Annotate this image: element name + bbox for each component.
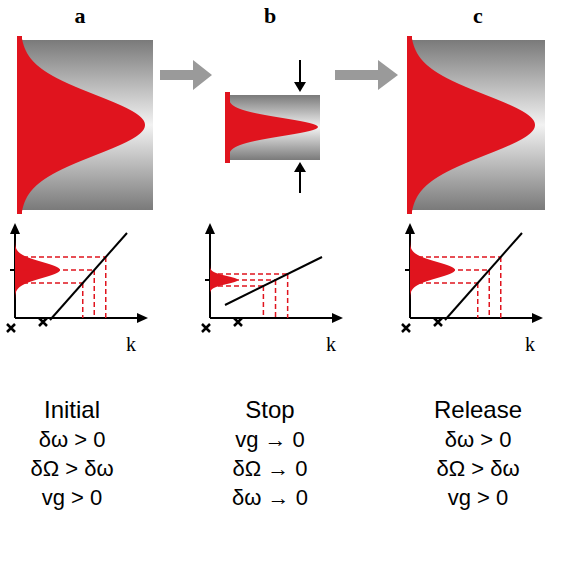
dispersion-line	[50, 233, 127, 320]
x-axis	[15, 317, 140, 319]
dashed-level	[210, 273, 288, 275]
light-pulse	[20, 39, 145, 211]
condition-text: vg → 0	[235, 428, 305, 452]
condition-text: δω > 0	[39, 428, 106, 452]
spectrum-pulse	[410, 238, 455, 302]
process-arrow	[160, 60, 212, 90]
axis-head	[205, 223, 215, 234]
condition-text: δΩ > δω	[30, 457, 113, 481]
light-pulse	[410, 39, 535, 211]
dashed-level	[263, 286, 265, 318]
axis-head	[405, 223, 415, 234]
axis-break	[202, 324, 210, 332]
condition-text: vg > 0	[42, 486, 103, 510]
axis-head	[137, 313, 148, 323]
dashed-level	[15, 256, 106, 258]
dashed-level	[210, 285, 263, 287]
spectrum-pulse	[15, 238, 60, 302]
dashed-level	[410, 256, 501, 258]
axis-head	[532, 313, 543, 323]
axis-break	[7, 324, 15, 332]
medium-block	[226, 95, 320, 160]
dashed-level	[82, 283, 84, 318]
panel-letter: c	[473, 4, 483, 28]
axis-head	[332, 313, 343, 323]
process-arrow	[335, 60, 398, 90]
dashed-level	[275, 280, 277, 318]
condition-text: δΩ → 0	[232, 457, 307, 481]
dashed-level	[94, 270, 96, 318]
dashed-level	[287, 274, 289, 318]
axis-head	[10, 223, 20, 234]
dispersion-line	[445, 233, 522, 320]
axis-break	[39, 318, 47, 326]
condition-text: δΩ > δω	[436, 457, 519, 481]
dispersion-line	[225, 257, 322, 305]
x-axis	[410, 317, 535, 319]
axis-label: k	[525, 333, 535, 355]
dashed-level	[500, 257, 502, 318]
dashed-level	[15, 282, 83, 284]
dashed-level	[210, 279, 276, 281]
medium-block	[410, 40, 545, 210]
state-title: Stop	[245, 397, 294, 423]
condition-text: vg > 0	[448, 486, 509, 510]
state-title: Initial	[44, 397, 100, 423]
axis-label: k	[126, 333, 136, 355]
axis-label: k	[326, 333, 336, 355]
light-pulse	[228, 94, 318, 160]
medium-block	[20, 40, 153, 210]
condition-text: δω → 0	[232, 486, 308, 510]
axis-break	[234, 318, 242, 326]
state-title: Release	[434, 397, 522, 423]
dashed-level	[410, 282, 478, 284]
panel-letter: b	[264, 4, 276, 28]
panel-letter: a	[75, 4, 86, 28]
axis-break	[434, 318, 442, 326]
dashed-level	[410, 269, 489, 271]
x-axis	[210, 317, 335, 319]
axis-break	[402, 324, 410, 332]
condition-text: δω > 0	[445, 428, 512, 452]
dashed-level	[489, 270, 491, 318]
dashed-level	[15, 269, 94, 271]
dashed-level	[105, 257, 107, 318]
dashed-level	[477, 283, 479, 318]
